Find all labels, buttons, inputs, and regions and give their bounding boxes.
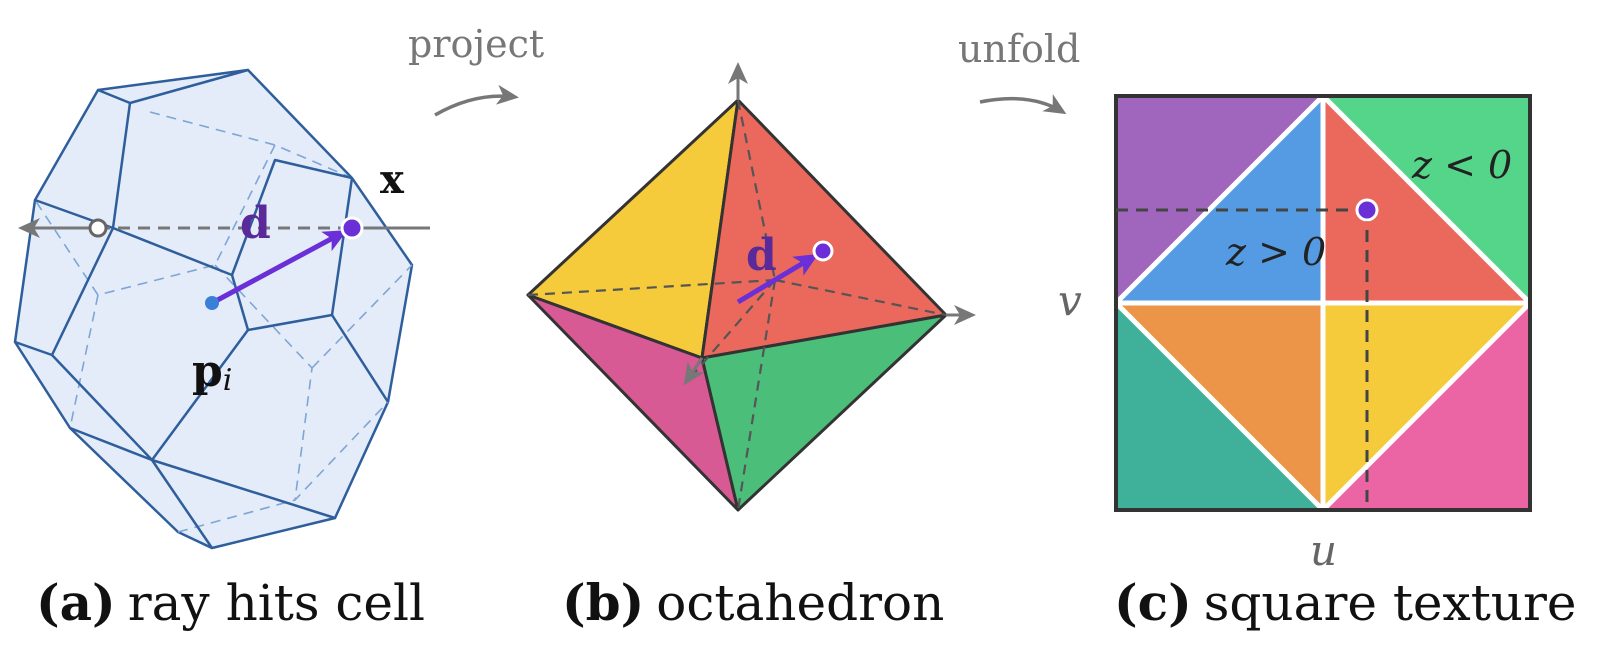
caption-a: (a)ray hits cell <box>36 573 425 632</box>
ray-exit-point <box>88 218 108 238</box>
direction-arrow-a <box>210 229 348 306</box>
caption-c: (c)square texture <box>1114 573 1577 632</box>
panel-b: d (b)octahedron <box>526 62 976 632</box>
caption-b: (b)octahedron <box>562 573 944 632</box>
unfold-arrow: unfold <box>958 27 1080 115</box>
texture-border <box>1114 94 1532 512</box>
panel-c: z < 0 z > 0 v u (c)square texture <box>1058 93 1577 632</box>
project-arrow: project <box>408 22 544 117</box>
caption-b-text: octahedron <box>656 574 944 632</box>
label-d-b: d <box>746 230 777 281</box>
caption-b-tag: (b) <box>562 573 644 632</box>
project-label: project <box>408 22 544 66</box>
label-p: pi <box>192 346 232 398</box>
caption-a-tag: (a) <box>36 573 116 632</box>
direction-arrow-b <box>736 253 819 305</box>
ray-hit-point <box>340 216 364 240</box>
caption-a-text: ray hits cell <box>128 574 425 632</box>
label-p-main: p <box>192 346 223 397</box>
axis-label-u: u <box>1310 526 1337 575</box>
octa-hit-point <box>812 240 834 262</box>
cell-site-point <box>205 296 219 310</box>
unfold-label: unfold <box>958 27 1080 71</box>
caption-c-text: square texture <box>1204 574 1577 632</box>
texel-point <box>1355 198 1379 222</box>
panel-a: x d pi (a)ray hits cell <box>13 68 430 632</box>
label-z-pos: z > 0 <box>1225 230 1326 274</box>
texture-square <box>1113 93 1533 513</box>
axis-front <box>683 357 705 386</box>
label-p-sub: i <box>223 363 233 398</box>
octa-face-red <box>700 98 948 360</box>
axis-label-v: v <box>1058 276 1082 325</box>
project-arrow-curve <box>434 84 519 117</box>
unfold-arrow-curve <box>979 94 1067 115</box>
label-d-a: d <box>240 198 271 249</box>
label-x: x <box>380 156 405 203</box>
octa-face-green <box>700 313 948 512</box>
caption-c-tag: (c) <box>1114 573 1192 632</box>
octahedron <box>526 98 948 512</box>
label-z-neg: z < 0 <box>1411 143 1512 187</box>
